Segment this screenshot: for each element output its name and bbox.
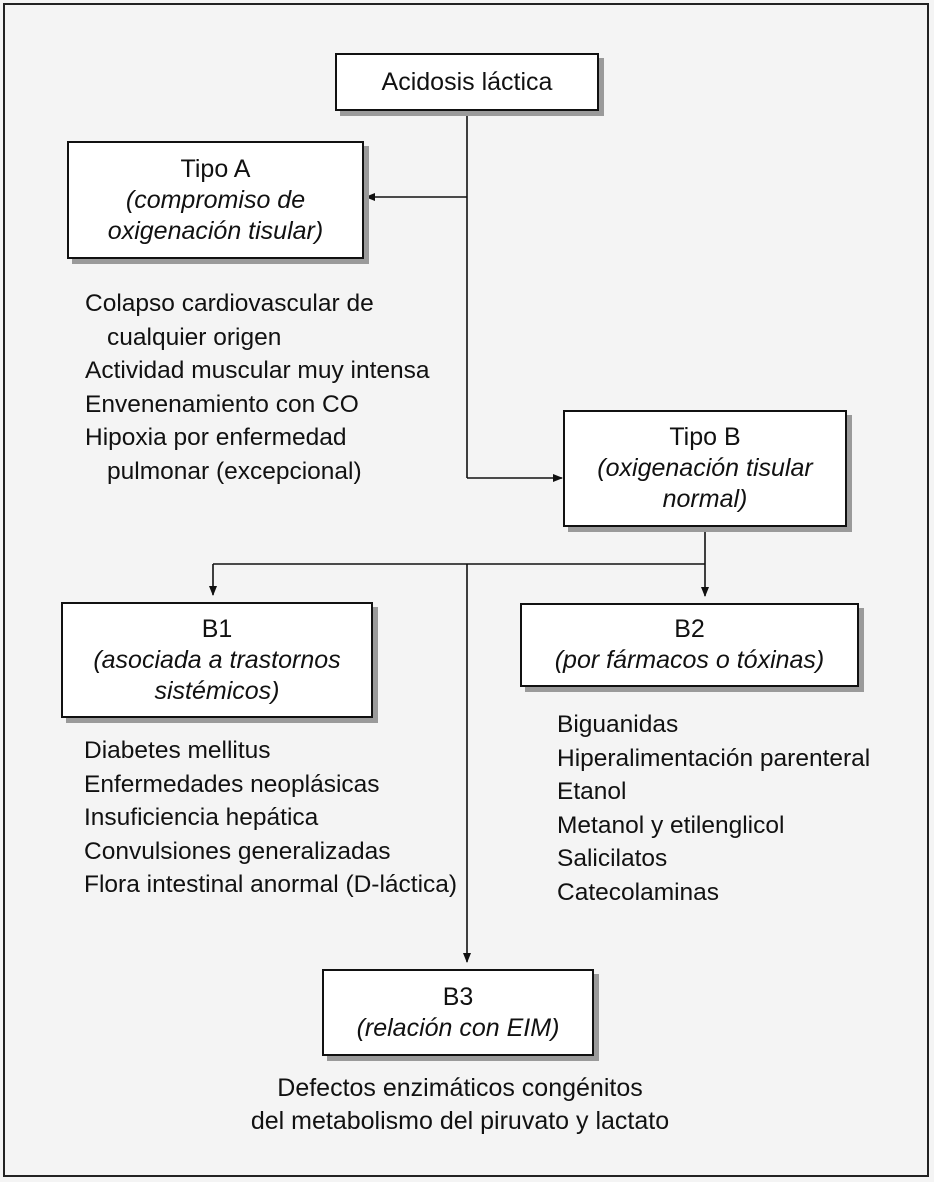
list-item: Flora intestinal anormal (D-láctica)	[84, 871, 458, 898]
b2-box: B2 (por fármacos o tóxinas)	[520, 603, 859, 687]
b3-description-line-2: del metabolismo del piruvato y lactato	[250, 1107, 670, 1135]
list-item: Metanol y etilenglicol	[557, 811, 785, 839]
tipo-b-box: Tipo B (oxigenación tisular normal)	[563, 410, 847, 527]
b2-subtitle: (por fármacos o tóxinas)	[554, 646, 825, 674]
list-item: Actividad muscular muy intensa	[85, 357, 430, 384]
list-item: Catecolaminas	[557, 878, 720, 906]
root-title: Acidosis láctica	[381, 67, 553, 96]
b1-subtitle: (asociada a trastornos sistémicos)	[93, 645, 341, 705]
list-item: Etanol	[557, 778, 627, 805]
tipo-a-box: Tipo A (compromiso de oxigenación tisula…	[67, 141, 364, 259]
b3-title: B3	[442, 982, 474, 1011]
list-item: Convulsiones generalizadas	[84, 837, 391, 865]
tipo-b-title: Tipo B	[669, 423, 741, 451]
list-item: Insuficiencia hepática	[84, 804, 319, 831]
list-item: Hipoxia por enfermedad pulmonar (excepci…	[85, 424, 362, 485]
tipo-a-cause-list: Colapso cardiovascular de cualquier orig…	[85, 287, 455, 488]
list-item: Colapso cardiovascular de cualquier orig…	[85, 290, 374, 351]
list-item: Biguanidas	[557, 711, 679, 738]
b3-box: B3 (relación con EIM)	[322, 969, 594, 1056]
list-item: Hiperalimentación parenteral	[557, 744, 871, 772]
b3-description: Defectos enzimáticos congénitos del meta…	[180, 1072, 740, 1138]
b3-subtitle: (relación con EIM)	[356, 1013, 560, 1042]
b1-box: B1 (asociada a trastornos sistémicos)	[61, 602, 373, 718]
b2-title: B2	[674, 615, 705, 643]
b3-description-line-1: Defectos enzimáticos congénitos	[277, 1074, 643, 1102]
tipo-a-title: Tipo A	[180, 154, 251, 183]
tipo-a-subtitle: (compromiso de oxigenación tisular)	[107, 185, 324, 245]
root-box: Acidosis láctica	[335, 53, 599, 111]
list-item: Enfermedades neoplásicas	[84, 770, 380, 798]
list-item: Envenenamiento con CO	[85, 390, 359, 418]
list-item: Diabetes mellitus	[84, 737, 271, 764]
b1-title: B1	[201, 614, 233, 643]
tipo-b-subtitle: (oxigenación tisular normal)	[597, 454, 813, 513]
list-item: Salicilatos	[557, 845, 668, 872]
